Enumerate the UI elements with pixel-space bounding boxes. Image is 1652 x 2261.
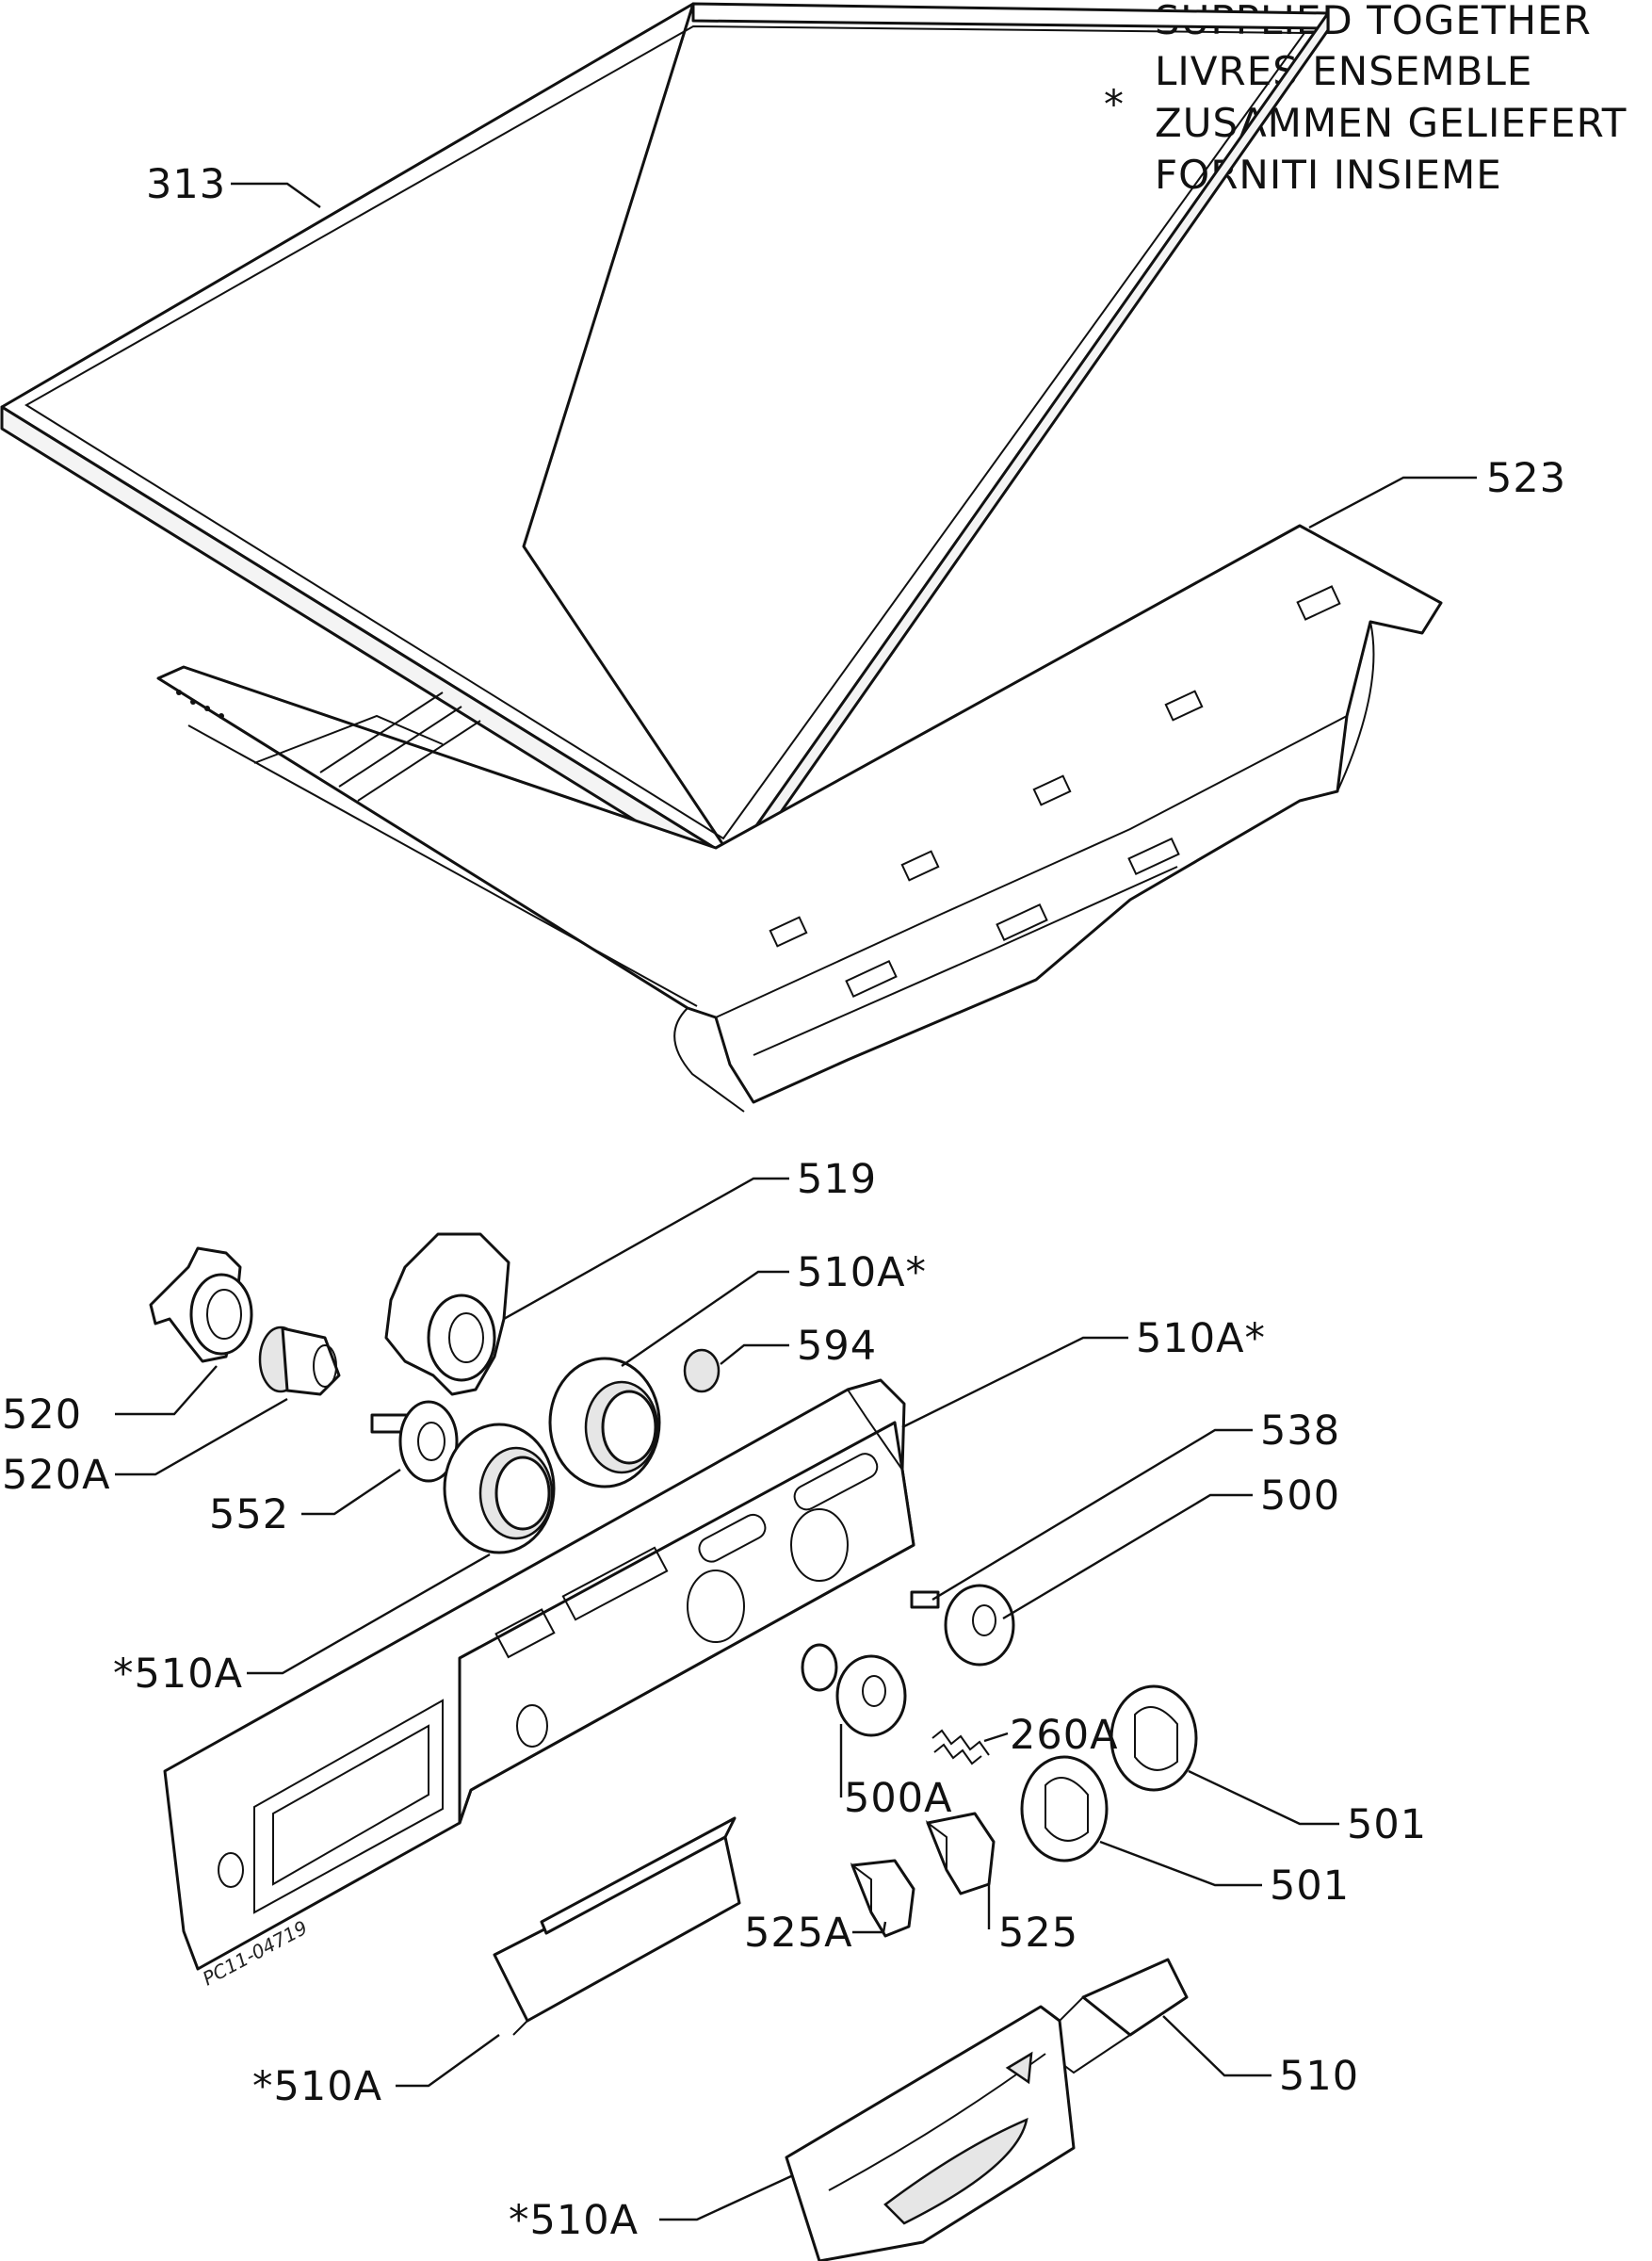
part-525-pushbutton bbox=[925, 1812, 996, 1895]
label-510: 510 bbox=[1279, 2053, 1359, 2100]
label-313: 313 bbox=[146, 161, 226, 208]
label-523: 523 bbox=[1486, 455, 1566, 502]
callout-labels: 313 523 519 510A* 594 510A* 538 500 520 … bbox=[2, 161, 1566, 2244]
label-510a-e: *510A bbox=[509, 2197, 639, 2244]
leader-538 bbox=[931, 1428, 1253, 1602]
part-510a-drawer-front bbox=[785, 2005, 1076, 2261]
label-525a: 525A bbox=[744, 1910, 853, 1957]
part-520-housing bbox=[149, 1246, 253, 1363]
label-520: 520 bbox=[2, 1391, 82, 1439]
legend-asterisk: * bbox=[1104, 81, 1125, 127]
leader-510 bbox=[1162, 2015, 1271, 2077]
part-501-button-lower bbox=[1020, 1755, 1109, 1862]
knob-cap-left bbox=[443, 1423, 556, 1554]
leader-520 bbox=[115, 1365, 218, 1416]
knob-cap-right bbox=[548, 1357, 661, 1488]
leader-510a-a bbox=[621, 1270, 789, 1367]
leader-552 bbox=[301, 1469, 401, 1516]
label-260a: 260A bbox=[1010, 1712, 1119, 1759]
leader-519 bbox=[503, 1177, 789, 1321]
part-260a-spring bbox=[931, 1729, 990, 1765]
label-525: 525 bbox=[998, 1910, 1078, 1957]
leader-520a bbox=[115, 1397, 288, 1476]
leader-313 bbox=[231, 182, 321, 208]
label-594: 594 bbox=[797, 1323, 877, 1370]
part-594-lens bbox=[683, 1348, 721, 1393]
part-500a-switch bbox=[801, 1643, 907, 1737]
leader-501-b bbox=[1099, 1840, 1262, 1887]
part-510a-flap bbox=[493, 1816, 741, 2036]
leader-510a-d bbox=[396, 2034, 500, 2088]
part-525a-pushbutton bbox=[850, 1859, 915, 1938]
leader-525a bbox=[852, 1921, 887, 1934]
part-519-bracket bbox=[384, 1232, 510, 1396]
label-501-a: 501 bbox=[1347, 1801, 1427, 1848]
leader-510a-c bbox=[247, 1553, 491, 1675]
label-538: 538 bbox=[1260, 1407, 1340, 1455]
part-501-button-upper bbox=[1109, 1684, 1198, 1792]
label-520a: 520A bbox=[2, 1452, 111, 1499]
leader-510a-e bbox=[659, 2174, 792, 2221]
label-510a-c: *510A bbox=[113, 1651, 243, 1698]
label-500: 500 bbox=[1260, 1472, 1340, 1520]
legend-line-3: ZUSAMMEN GELIEFERT bbox=[1155, 100, 1627, 146]
legend-line-2: LIVRES ENSEMBLE bbox=[1155, 48, 1532, 94]
label-510a-a: 510A* bbox=[797, 1249, 927, 1296]
part-520a-knob bbox=[258, 1326, 341, 1396]
label-510a-b: 510A* bbox=[1136, 1315, 1266, 1362]
leader-594 bbox=[720, 1343, 789, 1365]
leader-510a-b bbox=[901, 1336, 1128, 1429]
legend: * SUPPLIED TOGETHER LIVRES ENSEMBLE ZUSA… bbox=[1104, 0, 1627, 198]
leader-500 bbox=[1002, 1493, 1253, 1620]
label-510a-d: *510A bbox=[252, 2063, 382, 2110]
part-552-shaft bbox=[370, 1400, 459, 1483]
label-500a: 500A bbox=[844, 1775, 953, 1822]
leader-501-a bbox=[1188, 1769, 1339, 1826]
part-523-frame bbox=[156, 524, 1443, 1113]
leader-lines bbox=[115, 182, 1477, 2221]
label-519: 519 bbox=[797, 1156, 877, 1203]
leader-260a bbox=[983, 1732, 1009, 1743]
part-500-switch bbox=[910, 1584, 1015, 1667]
label-501-b: 501 bbox=[1270, 1862, 1350, 1910]
leader-523 bbox=[1308, 476, 1477, 529]
label-552: 552 bbox=[209, 1491, 289, 1538]
part-510a-fascia bbox=[163, 1378, 915, 1971]
